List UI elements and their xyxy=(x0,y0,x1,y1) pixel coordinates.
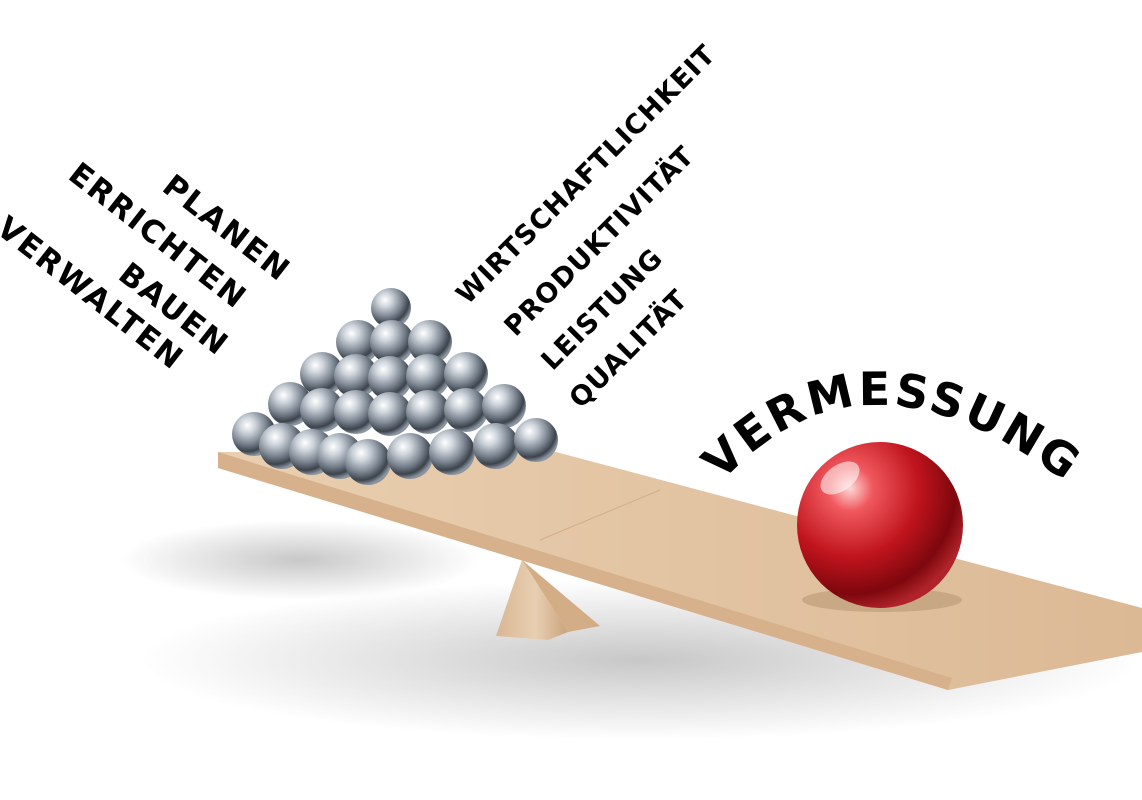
seesaw-board xyxy=(218,452,1142,690)
fulcrum xyxy=(496,560,568,640)
steel-ball-pyramid xyxy=(232,288,558,485)
board-seam xyxy=(539,489,661,541)
fulcrum-side xyxy=(522,560,600,632)
red-ball-highlight xyxy=(820,461,860,495)
floor-shadow-left xyxy=(120,520,480,600)
red-ball xyxy=(797,442,963,608)
seesaw-board-edge xyxy=(218,452,952,690)
